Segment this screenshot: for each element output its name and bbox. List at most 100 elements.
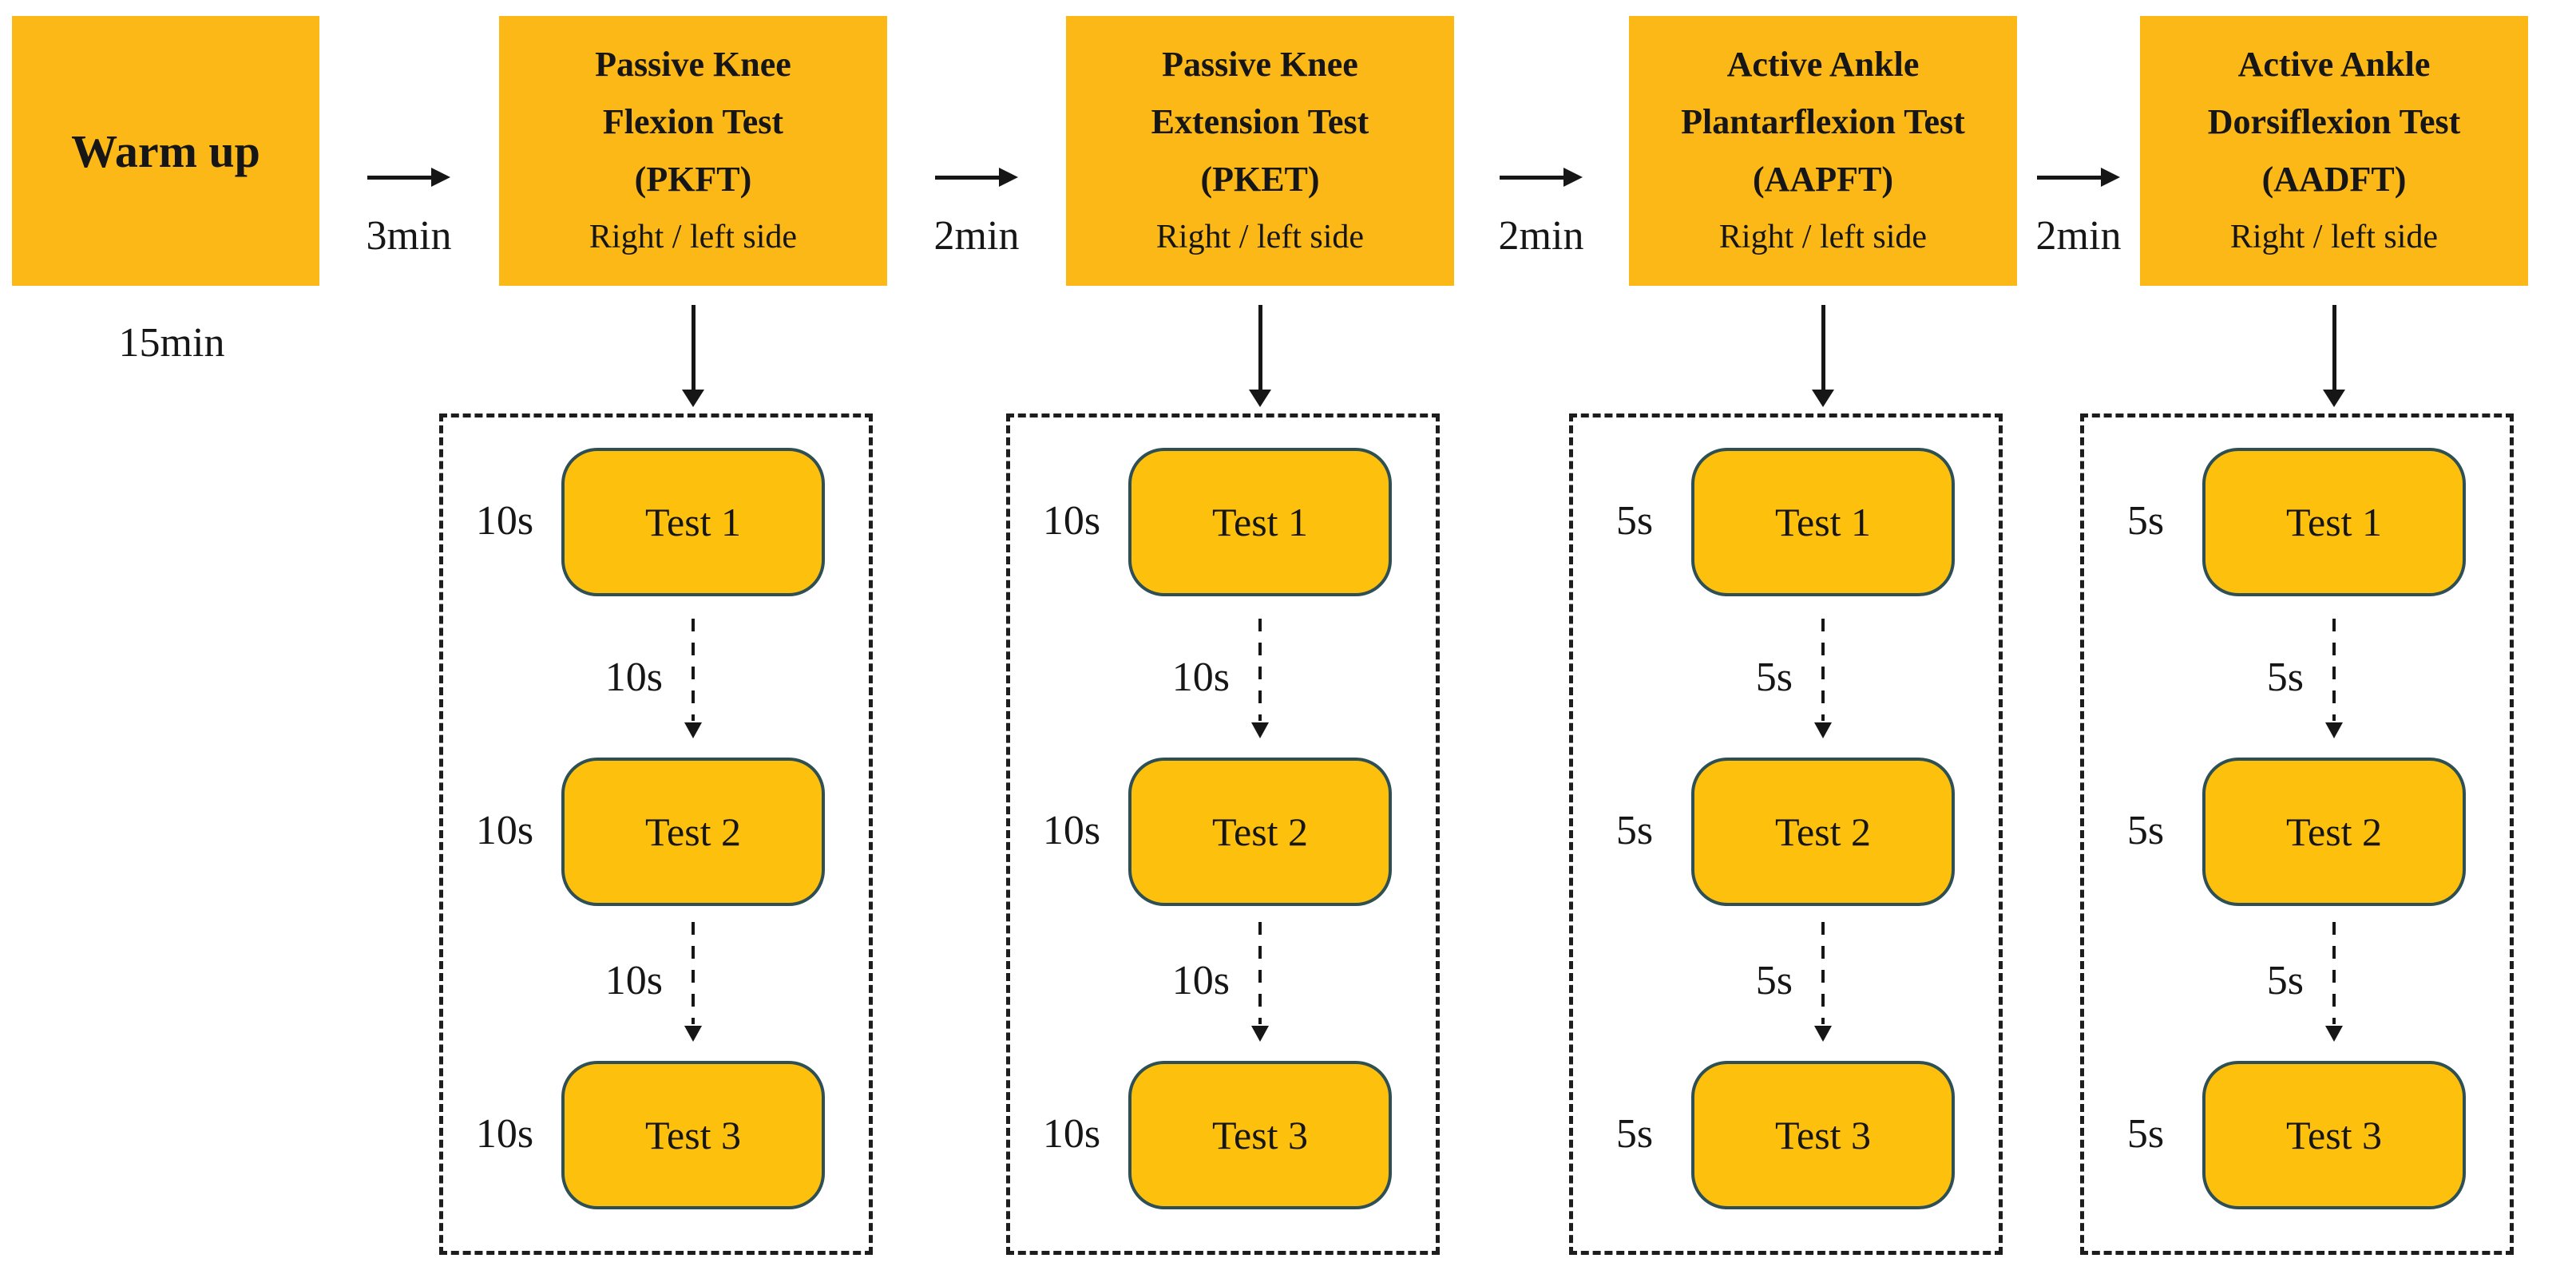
test-hold-duration-label: 10s	[1042, 808, 1101, 853]
stage-box-pkft: Passive Knee Flexion Test (PKFT) Right /…	[499, 16, 887, 286]
stage-title-line: Passive Knee	[595, 45, 791, 84]
test-box-label: Test 3	[1211, 1113, 1309, 1157]
dashed-arrow-down-icon	[1251, 922, 1269, 1042]
test-box-label: Test 2	[644, 809, 742, 854]
test-hold-duration-label: 5s	[2126, 498, 2165, 544]
test-sequence-aadft: 5s Test 1 5s 5s Test 2 5s 5s Test 3	[2080, 413, 2514, 1255]
arrow-shaft	[1821, 619, 1825, 721]
dashed-arrow-down-icon	[2325, 619, 2343, 738]
test-box: Test 2	[561, 758, 825, 906]
stage-sides-label: Right / left side	[1155, 219, 1365, 255]
arrow-right-icon	[1500, 168, 1583, 187]
test-sequence-pket: 10s Test 1 10s 10s Test 2 10s 10s Test 3	[1006, 413, 1440, 1255]
test-sequence-aapft: 5s Test 1 5s 5s Test 2 5s 5s Test 3	[1569, 413, 2003, 1255]
test-box: Test 1	[561, 448, 825, 596]
stage-box-aapft: Active Ankle Plantarflexion Test (AAPFT)…	[1629, 16, 2017, 286]
connector-duration-label: 3min	[366, 213, 452, 259]
test-hold-duration-label: 10s	[475, 1111, 534, 1157]
arrow-shaft	[1821, 305, 1825, 391]
connector-duration-label: 2min	[2035, 213, 2122, 259]
arrow-shaft	[692, 619, 695, 721]
arrow-head	[1251, 1026, 1269, 1042]
test-box-label: Test 2	[1211, 809, 1309, 854]
arrow-shaft	[2037, 176, 2104, 180]
stage-title-line: Active Ankle	[1726, 45, 1920, 84]
test-box: Test 2	[2202, 758, 2466, 906]
arrow-head	[999, 168, 1018, 187]
arrow-shaft	[935, 176, 1002, 180]
arrow-head	[1814, 1026, 1832, 1042]
test-box: Test 3	[561, 1061, 825, 1209]
stage-title-line: Dorsiflexion Test	[2207, 102, 2461, 141]
arrow-shaft	[692, 922, 695, 1024]
stage-sides-label: Right / left side	[589, 219, 798, 255]
stage-title-line: Flexion Test	[602, 102, 784, 141]
arrow-right-icon	[367, 168, 450, 187]
test-box: Test 1	[1691, 448, 1955, 596]
arrow-down-icon	[1812, 305, 1834, 407]
stage-title-line: Extension Test	[1151, 102, 1369, 141]
connector-duration-label: 2min	[933, 213, 1020, 259]
arrow-down-icon	[1249, 305, 1271, 407]
test-box: Test 3	[1691, 1061, 1955, 1209]
arrow-shaft	[692, 305, 696, 391]
arrow-head	[431, 168, 450, 187]
stage-sides-label: Right / left side	[1718, 219, 1928, 255]
test-hold-duration-label: 5s	[1615, 498, 1654, 544]
arrow-right-icon	[2037, 168, 2120, 187]
arrow-shaft	[1258, 922, 1262, 1024]
test-box: Test 1	[2202, 448, 2466, 596]
rest-duration-label: 5s	[2266, 655, 2304, 700]
arrow-shaft	[2332, 619, 2336, 721]
test-hold-duration-label: 5s	[1615, 1111, 1654, 1157]
test-hold-duration-label: 10s	[1042, 1111, 1101, 1157]
dashed-arrow-down-icon	[1251, 619, 1269, 738]
rest-duration-label: 10s	[1171, 655, 1230, 700]
test-hold-duration-label: 5s	[2126, 1111, 2165, 1157]
test-box-label: Test 1	[1774, 500, 1872, 544]
arrow-shaft	[2332, 305, 2336, 391]
arrow-shaft	[1258, 619, 1262, 721]
arrow-head	[684, 1026, 702, 1042]
rest-duration-label: 10s	[604, 958, 663, 1003]
stage-box-warmup: Warm up	[12, 16, 319, 286]
arrow-head	[2323, 390, 2345, 407]
test-box: Test 3	[1128, 1061, 1392, 1209]
arrow-head	[1563, 168, 1583, 187]
stage-label-warmup: Warm up	[71, 125, 260, 177]
test-hold-duration-label: 10s	[475, 808, 534, 853]
stage-title-line: (AAPFT)	[1753, 160, 1893, 199]
arrow-head	[1812, 390, 1834, 407]
arrow-head	[1249, 390, 1271, 407]
test-box-label: Test 1	[644, 500, 742, 544]
arrow-head	[682, 390, 704, 407]
arrow-head	[1251, 722, 1269, 738]
test-box-label: Test 3	[2285, 1113, 2383, 1157]
arrow-shaft	[1500, 176, 1567, 180]
arrow-head	[2325, 1026, 2343, 1042]
dashed-arrow-down-icon	[1814, 922, 1832, 1042]
arrow-down-icon	[2323, 305, 2345, 407]
stage-title-line: Plantarflexion Test	[1681, 102, 1965, 141]
arrow-head	[684, 722, 702, 738]
arrow-head	[1814, 722, 1832, 738]
test-box-label: Test 1	[2285, 500, 2383, 544]
dashed-arrow-down-icon	[1814, 619, 1832, 738]
stage-box-aadft: Active Ankle Dorsiflexion Test (AADFT) R…	[2140, 16, 2528, 286]
stage-box-pket: Passive Knee Extension Test (PKET) Right…	[1066, 16, 1454, 286]
arrow-down-icon	[682, 305, 704, 407]
test-hold-duration-label: 5s	[1615, 808, 1654, 853]
stage-sides-label: Right / left side	[2229, 219, 2439, 255]
test-box-label: Test 3	[1774, 1113, 1872, 1157]
rest-duration-label: 5s	[1755, 958, 1793, 1003]
arrow-shaft	[367, 176, 434, 180]
arrow-shaft	[1258, 305, 1262, 391]
warmup-duration-label: 15min	[118, 320, 225, 366]
rest-duration-label: 5s	[1755, 655, 1793, 700]
arrow-shaft	[1821, 922, 1825, 1024]
rest-duration-label: 10s	[1171, 958, 1230, 1003]
test-box: Test 2	[1691, 758, 1955, 906]
stage-title-line: (PKFT)	[634, 160, 752, 199]
arrow-head	[2325, 722, 2343, 738]
